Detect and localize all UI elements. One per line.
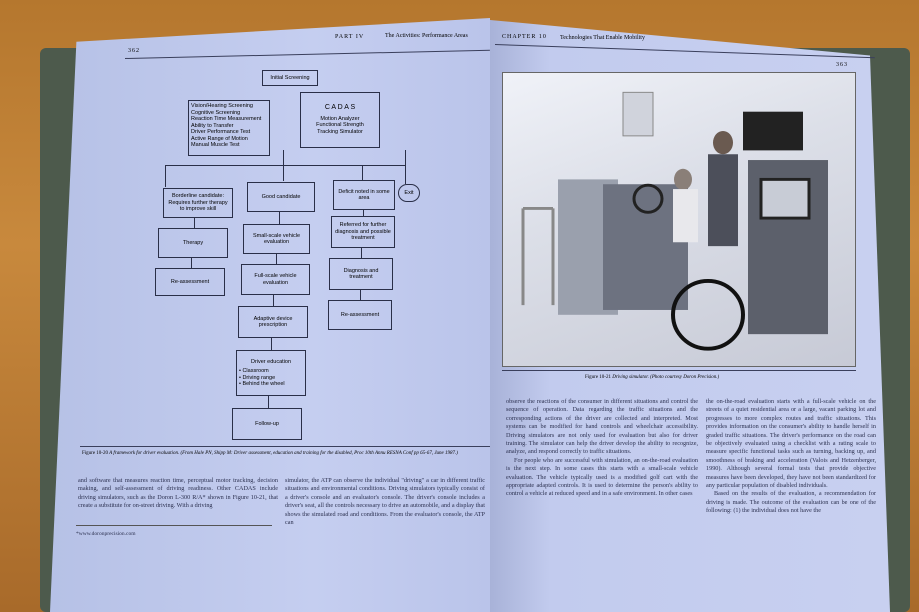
right-column-1: observe the reactions of the consumer in… — [506, 398, 698, 499]
running-head-part: PART IV — [335, 34, 365, 40]
flow-adaptive-device: Adaptive device prescription — [238, 306, 308, 338]
driving-simulator-photo — [502, 72, 856, 367]
flow-initial-screening: Initial Screening — [262, 70, 318, 86]
paragraph: Based on the results of the evaluation, … — [706, 490, 876, 515]
flow-screening-list: Vision/Hearing Screening Cognitive Scree… — [188, 100, 270, 156]
flow-connector — [361, 248, 362, 258]
flow-connector — [276, 254, 277, 264]
cadas-title: C A D A S — [324, 104, 356, 111]
cadas-item: Functional Strength — [316, 122, 364, 128]
flow-connector — [191, 258, 192, 268]
flow-diagnosis-treatment: Diagnosis and treatment — [329, 258, 393, 290]
flow-driver-education: Driver education • Classroom • Driving r… — [236, 350, 306, 396]
flow-follow-up: Follow-up — [232, 408, 302, 440]
driver-ed-title: Driver education — [250, 358, 292, 365]
flow-cadas: C A D A S Motion Analyzer Functional Str… — [300, 92, 380, 148]
flow-connector — [283, 165, 284, 181]
running-head-title-right: Technologies That Enable Mobility — [560, 35, 645, 41]
flow-deficit-noted: Deficit noted in some area — [333, 180, 395, 210]
walker — [521, 206, 555, 306]
flow-connector — [279, 212, 280, 224]
left-column-2: simulator, the ATP can observe the indiv… — [285, 477, 485, 527]
screening-item: Driver Performance Test — [191, 129, 251, 135]
screening-item: Reaction Time Measurement — [191, 116, 262, 122]
caption-text: Driving simulator. (Photo courtesy Doron… — [612, 375, 720, 380]
evaluator-equipment-top — [743, 111, 803, 151]
paragraph: the on-the-road evaluation starts with a… — [706, 398, 876, 490]
wall-chart — [622, 91, 654, 137]
flow-connector — [165, 165, 166, 187]
flow-connector — [405, 150, 406, 184]
caption-label: Figure 10-20 — [82, 451, 108, 456]
caption-text: A framework for driver evaluation. (From… — [109, 451, 458, 456]
footnote: *www.doronprecision.com — [76, 531, 136, 537]
simulator-illustration — [521, 91, 828, 351]
left-page — [50, 18, 490, 612]
flow-therapy: Therapy — [158, 228, 228, 258]
flow-full-scale-evaluation: Full-scale vehicle evaluation — [241, 264, 310, 295]
evaluator-body — [708, 154, 738, 247]
flow-exit: Exit — [398, 184, 420, 202]
flow-small-scale-evaluation: Small-scale vehicle evaluation — [243, 224, 310, 254]
caption-label: Figure 10-21 — [585, 375, 611, 380]
flow-connector — [273, 295, 274, 306]
screening-item: Cognitive Screening — [191, 109, 241, 116]
flow-good-candidate: Good candidate — [247, 182, 315, 212]
flow-referred: Referred for further diagnosis and possi… — [331, 216, 395, 248]
flow-connector — [194, 218, 195, 228]
paragraph: For people who are successful with simul… — [506, 456, 698, 498]
flow-borderline-candidate: Borderline candidate: Requires further t… — [163, 188, 233, 218]
flow-connector — [268, 396, 269, 408]
figure-10-21-caption: Figure 10-21 Driving simulator. (Photo c… — [585, 374, 719, 381]
caption-rule — [80, 446, 490, 447]
driver-body — [673, 189, 698, 243]
driver-ed-item: • Classroom — [239, 368, 269, 374]
monitor — [759, 177, 811, 220]
wheelchair-wheel — [671, 279, 745, 351]
driver-figure — [674, 168, 692, 191]
driver-ed-item: • Driving range — [239, 374, 276, 381]
driver-ed-item: • Behind the wheel — [239, 381, 285, 387]
screening-item: Manual Muscle Test — [191, 142, 240, 148]
photo-caption-rule — [502, 370, 856, 371]
right-column-2: the on-the-road evaluation starts with a… — [706, 398, 876, 516]
running-head-title: The Activities: Performance Areas — [385, 33, 468, 39]
running-head-chapter: CHAPTER 10 — [502, 34, 547, 40]
cadas-item: Motion Analyzer — [320, 115, 360, 122]
paragraph: observe the reactions of the consumer in… — [506, 398, 698, 456]
steering-wheel — [632, 183, 664, 214]
flow-connector — [283, 150, 284, 174]
screening-item: Ability to Transfer — [191, 122, 234, 129]
flow-reassessment-left: Re-assessment — [155, 268, 225, 296]
flow-connector — [362, 165, 363, 180]
footnote-rule — [76, 525, 272, 526]
left-page-number: 362 — [128, 48, 140, 54]
flow-connector — [165, 165, 405, 166]
right-page-number: 363 — [836, 62, 848, 68]
screening-item: Vision/Hearing Screening — [191, 103, 253, 109]
flow-connector — [363, 210, 364, 216]
cadas-item: Tracking Simulator — [317, 128, 363, 135]
flow-connector — [271, 338, 272, 350]
figure-10-20-caption: Figure 10-20 A framework for driver eval… — [82, 450, 487, 457]
screening-item: Active Range of Motion — [191, 135, 248, 142]
evaluator-figure — [713, 131, 733, 155]
left-column-1: and software that measures reaction time… — [78, 477, 278, 510]
flow-connector — [360, 290, 361, 300]
flow-reassessment-right: Re-assessment — [328, 300, 392, 330]
